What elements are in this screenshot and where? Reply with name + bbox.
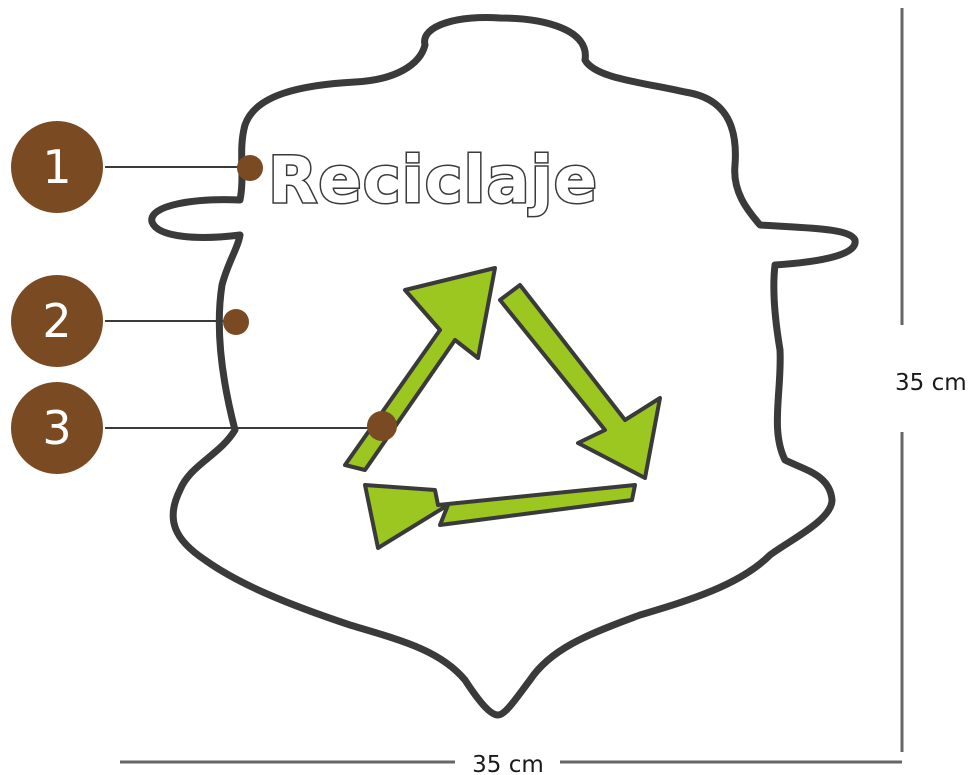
width-label: 35 cm [472, 752, 544, 775]
pot-outline [152, 17, 855, 715]
target-dot-2 [223, 309, 249, 335]
marker-number: 2 [42, 294, 71, 348]
height-label: 35 cm [895, 370, 967, 396]
title-text: Reciclaje [268, 144, 598, 218]
marker-3: 3 [11, 382, 103, 474]
marker-number: 3 [42, 401, 71, 455]
marker-number: 1 [42, 140, 71, 194]
target-dot-1 [237, 155, 263, 181]
marker-1: 1 [11, 121, 103, 213]
target-dot-3 [367, 411, 397, 441]
marker-2: 2 [11, 275, 103, 367]
